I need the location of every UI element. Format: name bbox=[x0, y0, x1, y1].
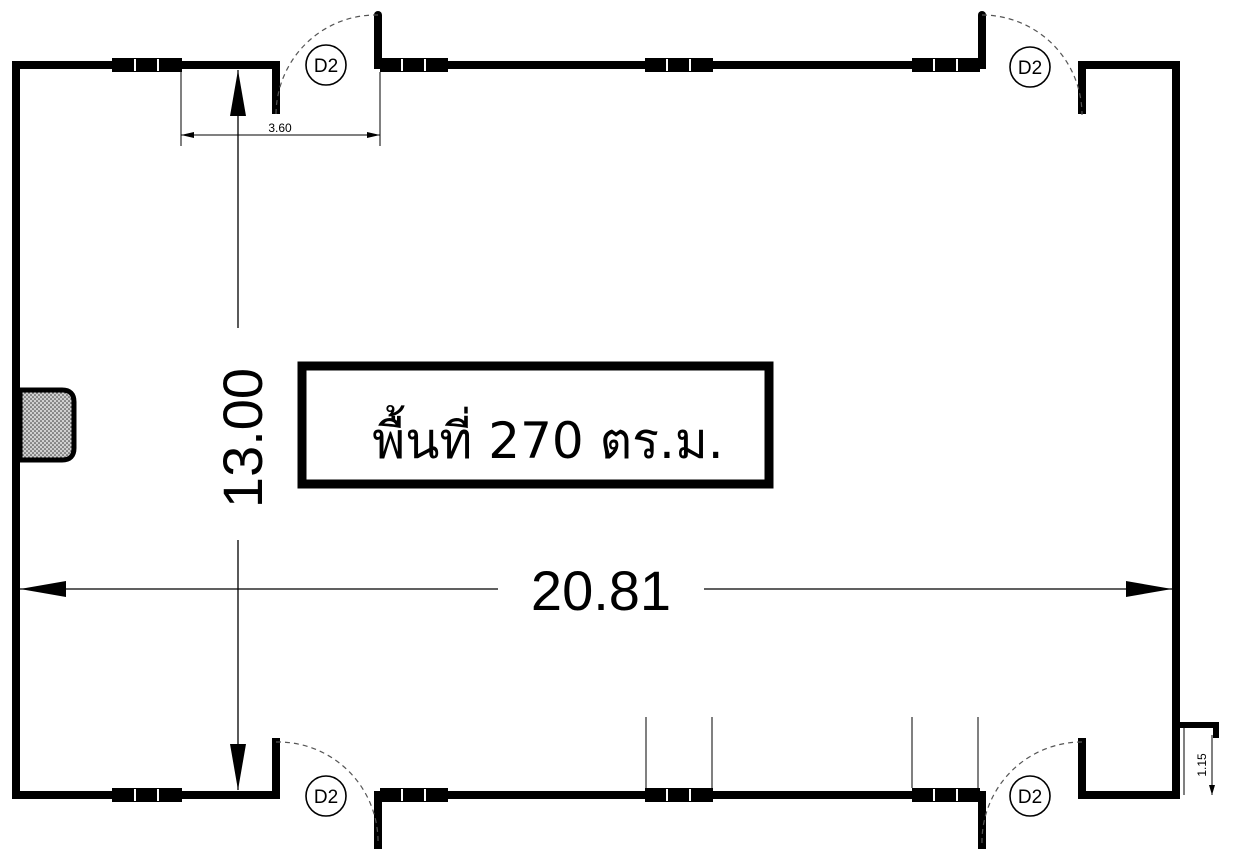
dimension-door-opening: 3.60 bbox=[180, 72, 381, 146]
side-offset-label: 1.15 bbox=[1195, 753, 1209, 777]
dimension-depth: 13.00 bbox=[211, 70, 274, 790]
window-bottom-left bbox=[112, 788, 182, 802]
window-bottom-b bbox=[645, 788, 713, 802]
area-label: พื้นที่ 270 ตร.ม. bbox=[372, 405, 723, 470]
door-tag-top-right: D2 bbox=[1009, 46, 1051, 88]
column bbox=[17, 387, 77, 463]
window-top-left bbox=[112, 58, 182, 72]
window-top-a bbox=[380, 58, 448, 72]
door-opening-label: 3.60 bbox=[268, 121, 292, 135]
door-tag-label: D2 bbox=[314, 56, 338, 77]
dimension-width: 20.81 bbox=[20, 559, 1172, 622]
door-tag-bottom-left: D2 bbox=[305, 775, 347, 817]
width-label: 20.81 bbox=[531, 559, 671, 622]
door-swings bbox=[275, 14, 1083, 846]
door-tag-label: D2 bbox=[1018, 787, 1042, 808]
depth-label: 13.00 bbox=[211, 368, 274, 508]
window-top-b bbox=[645, 58, 713, 72]
door-tag-label: D2 bbox=[1018, 58, 1042, 79]
door-tag-label: D2 bbox=[314, 787, 338, 808]
door-tag-bottom-right: D2 bbox=[1009, 775, 1051, 817]
window-bottom-a bbox=[380, 788, 448, 802]
window-top-c bbox=[912, 58, 980, 72]
dimension-side-offset: 1.15 bbox=[1195, 735, 1215, 795]
door-tag-top-left: D2 bbox=[305, 44, 347, 86]
window-bottom-c bbox=[912, 788, 980, 802]
area-box: พื้นที่ 270 ตร.ม. bbox=[297, 361, 774, 489]
windows bbox=[112, 58, 980, 802]
